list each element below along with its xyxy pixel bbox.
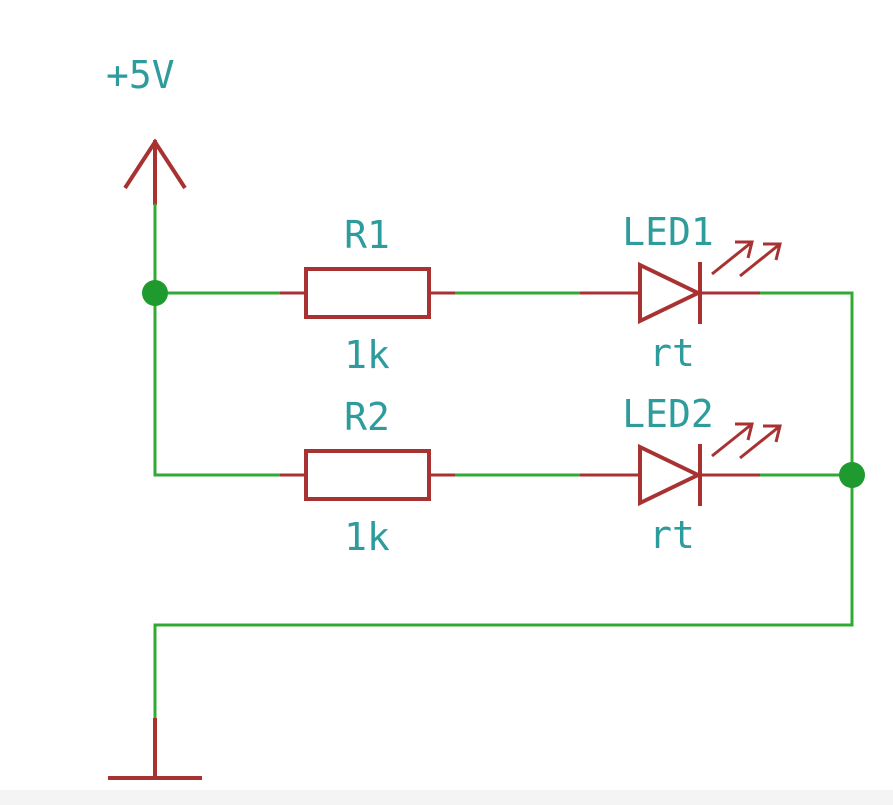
resistor-r1: R1 1k [280,213,455,377]
wires [153,203,854,720]
resistor-r1-ref: R1 [344,213,390,257]
led1-value: rt [649,331,695,375]
led1-emission-arrows-icon [711,240,782,278]
led2-emission-arrows-icon [711,422,782,460]
led1-ref: LED1 [622,210,714,254]
resistor-r1-value: 1k [344,333,390,377]
led1: LED1 rt [580,210,782,375]
led2-ref: LED2 [622,392,714,436]
power-symbol-icon [123,138,187,205]
resistor-r2: R2 1k [280,395,455,559]
junction-dot-left [142,280,168,306]
resistor-r2-ref: R2 [344,395,390,439]
junction-dot-right [839,462,865,488]
power-label: +5V [106,53,175,97]
led2: LED2 rt [580,392,782,557]
led2-value: rt [649,513,695,557]
bottom-edge [0,790,893,805]
resistor-r2-value: 1k [344,515,390,559]
ground-symbol-icon [108,718,202,780]
